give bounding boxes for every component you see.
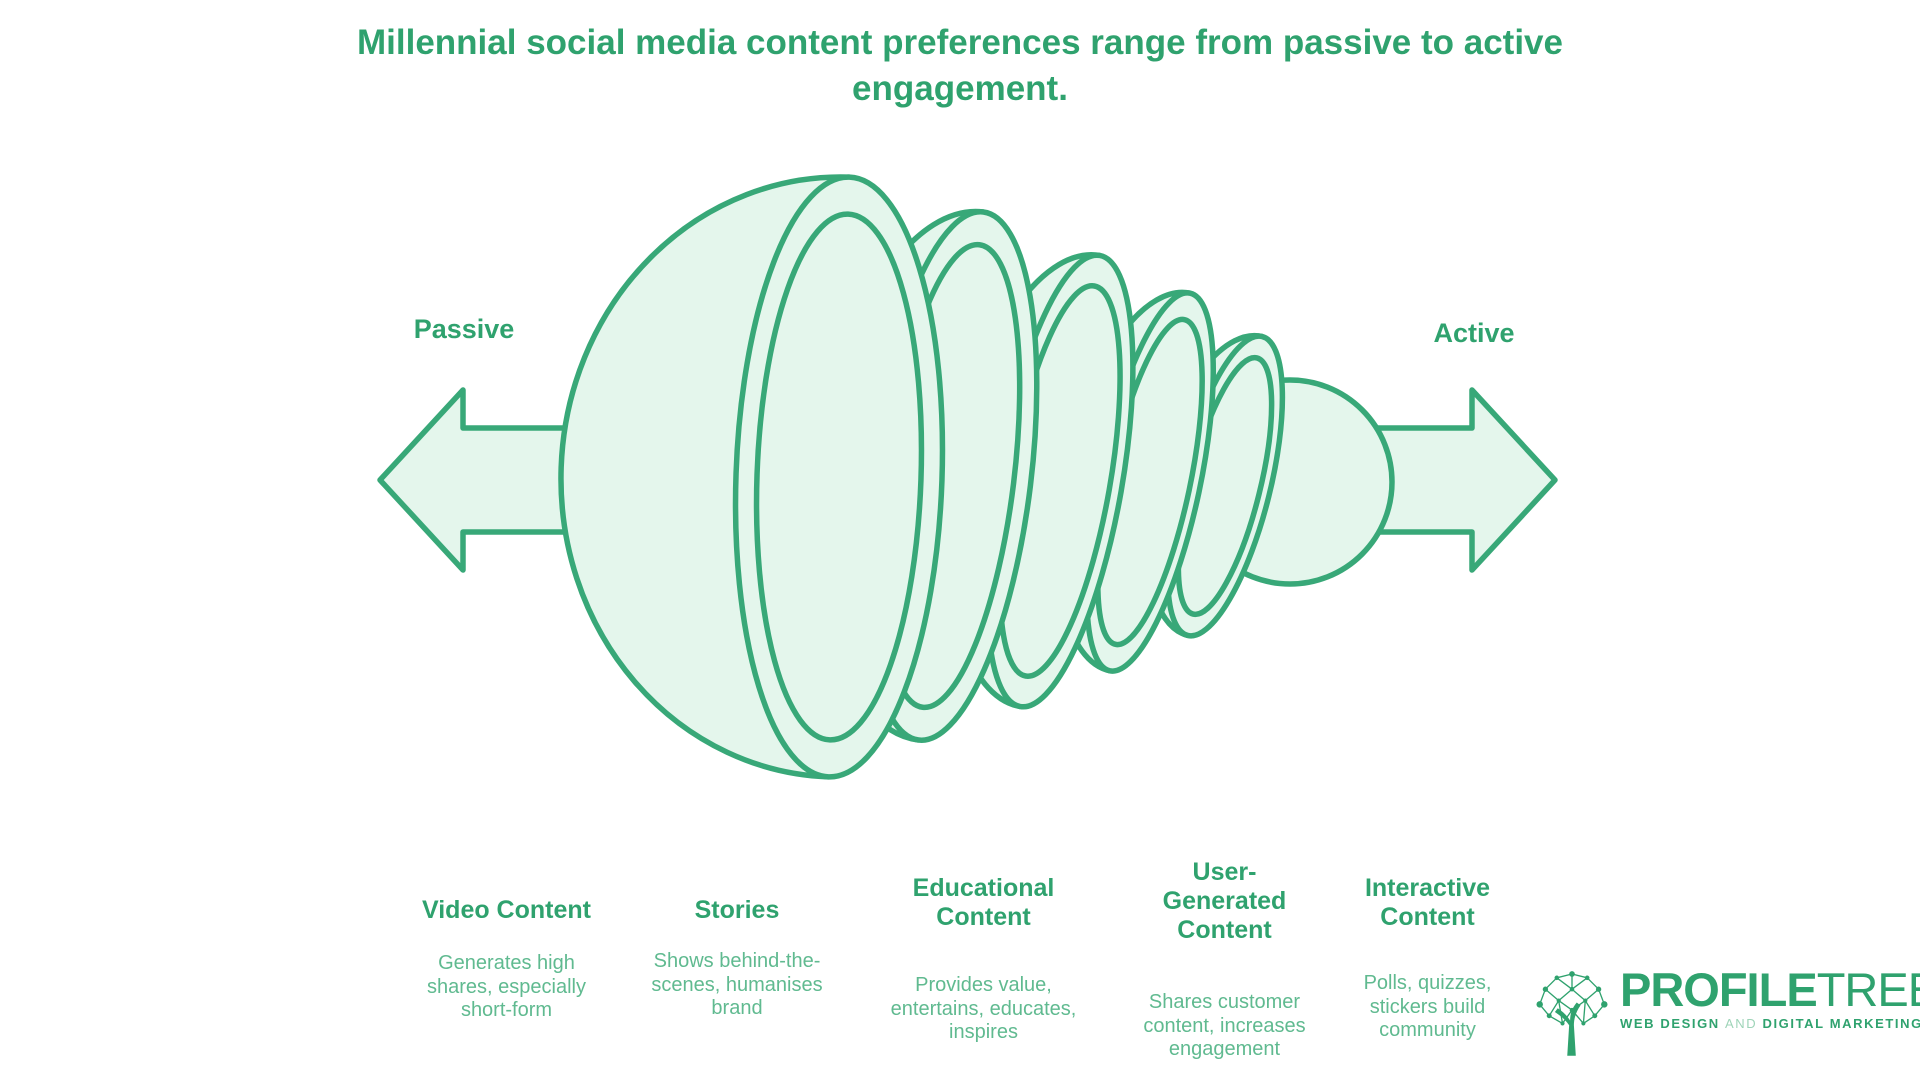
category-description: Shows behind-the-scenes, humanises brand — [651, 950, 823, 1020]
funnel-ring-1 — [558, 174, 946, 780]
tree-network-icon — [1536, 971, 1608, 1056]
category-title: Interactive Content — [1364, 874, 1491, 931]
logo-text: PROFILETREE WEB DESIGN AND DIGITAL MARKE… — [1620, 966, 1920, 1031]
category-user-generated-content: User-Generated Content Shares customer c… — [1132, 858, 1317, 1062]
category-description: Provides value, entertains, educates, in… — [890, 974, 1077, 1044]
category-title: Video Content — [422, 896, 591, 924]
brand-tagline: WEB DESIGN AND DIGITAL MARKETING — [1620, 1016, 1920, 1031]
category-educational-content: Educational Content Provides value, ente… — [876, 874, 1091, 1045]
tagline-tail: DIGITAL MARKETING — [1762, 1016, 1920, 1031]
profiletree-logo: PROFILETREE WEB DESIGN AND DIGITAL MARKE… — [1534, 966, 1920, 1058]
brand-secondary: TREE — [1816, 963, 1920, 1016]
category-title: Educational Content — [912, 874, 1055, 931]
active-label: Active — [1433, 318, 1515, 348]
passive-arrow — [377, 387, 578, 573]
brand-primary: PROFILE — [1620, 963, 1818, 1016]
category-title: Stories — [694, 896, 780, 924]
category-description: Shares customer content, increases engag… — [1143, 991, 1306, 1061]
category-video-content: Video Content Generates high shares, esp… — [409, 896, 604, 1023]
category-stories: Stories Shows behind-the-scenes, humanis… — [637, 896, 837, 1021]
tagline-lead: WEB DESIGN — [1620, 1016, 1720, 1031]
category-description: Generates high shares, especially short-… — [427, 952, 586, 1022]
category-interactive-content: Interactive Content Polls, quizzes, stic… — [1330, 874, 1525, 1043]
category-title: User-Generated Content — [1162, 858, 1287, 944]
tagline-conjunction: AND — [1725, 1016, 1758, 1031]
page-title: Millennial social media content preferen… — [357, 23, 1563, 109]
passive-label: Passive — [413, 314, 515, 344]
category-description: Polls, quizzes, stickers build community — [1363, 972, 1492, 1042]
brand-name: PROFILETREE — [1620, 966, 1920, 1013]
